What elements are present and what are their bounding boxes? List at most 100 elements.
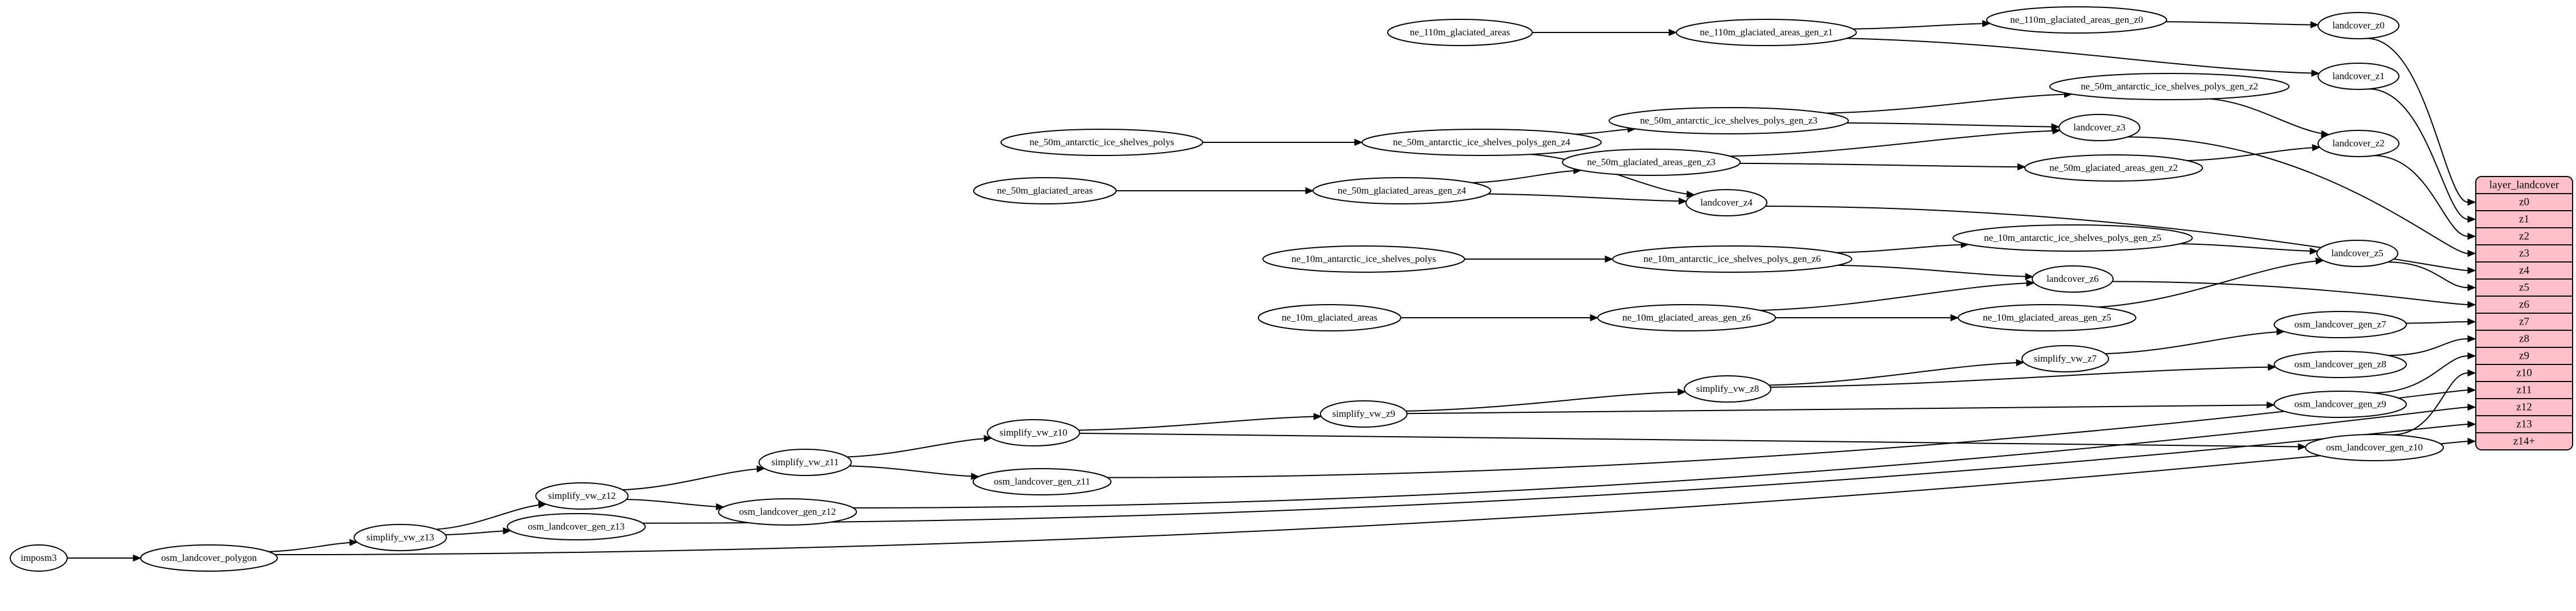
- node-osm_landcover_gen_z10[interactable]: osm_landcover_gen_z10: [2305, 434, 2444, 461]
- edge-ne_50m_glaciated_areas_gen_z4-to-ne_50m_glaciated_areas_gen_z3: [1472, 170, 1581, 183]
- edge-ne_110m_glaciated_areas_gen_z1-to-landcover_z1: [1846, 38, 2319, 74]
- node-ne_10m_antarctic_ice_shelves_polys_gen_z5[interactable]: ne_10m_antarctic_ice_shelves_polys_gen_z…: [1952, 224, 2193, 252]
- edge-arrowhead: [756, 465, 765, 473]
- table-row-z9[interactable]: z9: [2519, 350, 2529, 362]
- table-row-z4[interactable]: z4: [2519, 264, 2529, 276]
- node-shape: [987, 419, 1080, 446]
- table-row-z12[interactable]: z12: [2516, 401, 2532, 413]
- node-simplify_vw_z10[interactable]: simplify_vw_z10: [987, 419, 1080, 446]
- edge-simplify_vw_z12-to-simplify_vw_z11: [622, 468, 765, 491]
- node-ne_110m_glaciated_areas_gen_z0[interactable]: ne_110m_glaciated_areas_gen_z0: [1986, 6, 2167, 34]
- node-simplify_vw_z12[interactable]: simplify_vw_z12: [535, 482, 629, 510]
- node-osm_landcover_gen_z9[interactable]: osm_landcover_gen_z9: [2274, 391, 2407, 418]
- node-landcover_z4[interactable]: landcover_z4: [1685, 189, 1767, 216]
- table-row-z13[interactable]: z13: [2516, 418, 2532, 430]
- node-shape: [1262, 245, 1465, 273]
- table-row-z6[interactable]: z6: [2519, 298, 2529, 310]
- node-landcover_z3[interactable]: landcover_z3: [2058, 114, 2140, 141]
- node-landcover_z1[interactable]: landcover_z1: [2317, 63, 2399, 90]
- node-landcover_z0[interactable]: landcover_z0: [2317, 12, 2399, 39]
- edge-arrowhead: [2298, 443, 2307, 450]
- node-simplify_vw_z7[interactable]: simplify_vw_z7: [2021, 345, 2109, 372]
- edge-arrowhead: [2467, 420, 2476, 428]
- node-shape: [758, 449, 852, 476]
- node-osm_landcover_gen_z8[interactable]: osm_landcover_gen_z8: [2274, 351, 2407, 378]
- node-ne_10m_glaciated_areas[interactable]: ne_10m_glaciated_areas: [1258, 304, 1401, 331]
- edge-simplify_vw_z8-to-osm_landcover_gen_z8: [1770, 366, 2276, 388]
- node-ne_110m_glaciated_areas[interactable]: ne_110m_glaciated_areas: [1387, 19, 1533, 46]
- node-ne_10m_glaciated_areas_gen_z6[interactable]: ne_10m_glaciated_areas_gen_z6: [1597, 304, 1776, 331]
- edge-simplify_vw_z9-to-osm_landcover_gen_z9: [1406, 404, 2275, 415]
- node-ne_110m_glaciated_areas_gen_z1[interactable]: ne_110m_glaciated_areas_gen_z1: [1676, 19, 1857, 46]
- edge-landcover_z0-to-layer_landcover_z0: [2366, 38, 2468, 203]
- table-row-z14+[interactable]: z14+: [2513, 435, 2535, 447]
- edge-ne_50m_antarctic_ice_shelves_polys_gen_z4-to-ne_50m_antarctic_ice_shelves_polys_gen_z3: [1575, 128, 1635, 135]
- table-row-z7[interactable]: z7: [2519, 315, 2529, 327]
- table-row-z3[interactable]: z3: [2519, 247, 2529, 259]
- node-label: ne_50m_antarctic_ice_shelves_polys_gen_z…: [2081, 81, 2258, 92]
- node-ne_50m_antarctic_ice_shelves_polys_gen_z3[interactable]: ne_50m_antarctic_ice_shelves_polys_gen_z…: [1609, 107, 1849, 134]
- edge-arrowhead: [1605, 255, 1614, 263]
- table-row-z2[interactable]: z2: [2519, 230, 2529, 242]
- node-ne_50m_glaciated_areas[interactable]: ne_50m_glaciated_areas: [973, 177, 1117, 204]
- node-shape: [1320, 400, 1408, 428]
- node-label: ne_10m_antarctic_ice_shelves_polys_gen_z…: [1984, 232, 2161, 243]
- node-ne_50m_antarctic_ice_shelves_polys_gen_z2[interactable]: ne_50m_antarctic_ice_shelves_polys_gen_z…: [2049, 73, 2290, 100]
- edge-arrowhead: [1678, 197, 1687, 205]
- edge-arrowhead: [2267, 363, 2276, 371]
- table-row-z5[interactable]: z5: [2519, 281, 2529, 293]
- node-ne_10m_glaciated_areas_gen_z5[interactable]: ne_10m_glaciated_areas_gen_z5: [1958, 304, 2136, 331]
- table-row-z10[interactable]: z10: [2516, 367, 2532, 379]
- edge-simplify_vw_z13-to-simplify_vw_z12: [436, 503, 547, 530]
- edge-arrowhead: [2311, 69, 2320, 77]
- node-osm_landcover_polygon[interactable]: osm_landcover_polygon: [140, 544, 278, 572]
- node-imposm3[interactable]: imposm3: [10, 544, 68, 572]
- node-osm_landcover_gen_z13[interactable]: osm_landcover_gen_z13: [507, 513, 646, 540]
- node-osm_landcover_gen_z7[interactable]: osm_landcover_gen_z7: [2274, 311, 2407, 338]
- nodes-layer: ne_110m_glaciated_areas ne_110m_glaciated…: [10, 6, 2444, 572]
- node-label: simplify_vw_z9: [1332, 408, 1396, 419]
- edge-osm_landcover_gen_z10-to-layer_landcover_z10: [2392, 372, 2468, 436]
- node-label: ne_10m_glaciated_areas_gen_z6: [1622, 312, 1751, 323]
- node-shape: [2317, 63, 2399, 90]
- node-label: landcover_z1: [2332, 71, 2385, 81]
- table-row-z11[interactable]: z11: [2517, 384, 2532, 396]
- node-label: osm_landcover_gen_z13: [528, 521, 625, 532]
- node-label: ne_110m_glaciated_areas: [1410, 27, 1510, 38]
- edge-arrowhead: [349, 539, 358, 546]
- node-osm_landcover_gen_z11[interactable]: osm_landcover_gen_z11: [973, 468, 1111, 495]
- node-ne_10m_antarctic_ice_shelves_polys_gen_z6[interactable]: ne_10m_antarctic_ice_shelves_polys_gen_z…: [1612, 245, 1852, 273]
- node-osm_landcover_gen_z12[interactable]: osm_landcover_gen_z12: [718, 498, 857, 526]
- node-label: ne_50m_glaciated_areas_gen_z2: [2049, 162, 2178, 173]
- node-label: ne_50m_glaciated_areas_gen_z3: [1587, 157, 1716, 167]
- node-label: simplify_vw_z10: [1000, 427, 1068, 438]
- node-simplify_vw_z11[interactable]: simplify_vw_z11: [758, 449, 852, 476]
- node-label: ne_110m_glaciated_areas_gen_z0: [2010, 14, 2143, 25]
- table-row-z0[interactable]: z0: [2519, 196, 2529, 208]
- node-ne_50m_glaciated_areas_gen_z3[interactable]: ne_50m_glaciated_areas_gen_z3: [1562, 149, 1741, 176]
- node-label: ne_110m_glaciated_areas_gen_z1: [1700, 27, 1833, 38]
- node-simplify_vw_z9[interactable]: simplify_vw_z9: [1320, 400, 1408, 428]
- node-landcover_z2[interactable]: landcover_z2: [2317, 130, 2399, 157]
- node-simplify_vw_z8[interactable]: simplify_vw_z8: [1684, 375, 1771, 403]
- node-shape: [1312, 177, 1491, 204]
- node-landcover_z5[interactable]: landcover_z5: [2316, 240, 2398, 267]
- edge-ne_50m_antarctic_ice_shelves_polys_gen_z3-to-landcover_z3: [1847, 122, 2060, 128]
- table-row-z1[interactable]: z1: [2519, 213, 2529, 225]
- node-ne_50m_antarctic_ice_shelves_polys[interactable]: ne_50m_antarctic_ice_shelves_polys: [1000, 129, 1203, 156]
- node-landcover_z6[interactable]: landcover_z6: [2032, 265, 2114, 293]
- node-shape: [2274, 311, 2407, 338]
- node-ne_10m_antarctic_ice_shelves_polys[interactable]: ne_10m_antarctic_ice_shelves_polys: [1262, 245, 1465, 273]
- table-row-z8[interactable]: z8: [2519, 333, 2529, 345]
- node-label: landcover_z6: [2046, 273, 2099, 284]
- edge-ne_10m_glaciated_areas_gen_z6-to-landcover_z6: [1759, 282, 2034, 311]
- node-ne_50m_glaciated_areas_gen_z4[interactable]: ne_50m_glaciated_areas_gen_z4: [1312, 177, 1491, 204]
- node-label: simplify_vw_z7: [2034, 353, 2097, 364]
- node-ne_50m_glaciated_areas_gen_z2[interactable]: ne_50m_glaciated_areas_gen_z2: [2024, 154, 2203, 182]
- node-shape: [2305, 434, 2444, 461]
- node-ne_50m_antarctic_ice_shelves_polys_gen_z4[interactable]: ne_50m_antarctic_ice_shelves_polys_gen_z…: [1361, 129, 1602, 156]
- node-simplify_vw_z13[interactable]: simplify_vw_z13: [354, 524, 447, 551]
- edge-simplify_vw_z7-to-osm_landcover_gen_z7: [2105, 331, 2284, 355]
